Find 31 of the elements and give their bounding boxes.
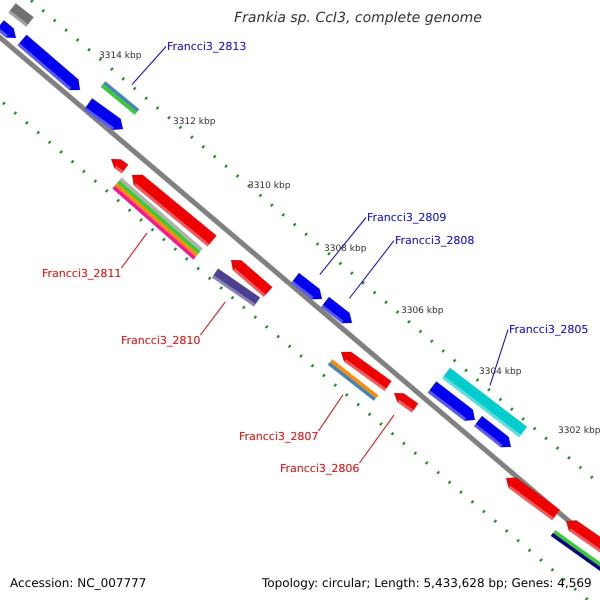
- scale-label: 3302 kbp: [558, 427, 600, 436]
- gene-feature: [442, 368, 527, 438]
- gene-label: Francci3_2810: [121, 335, 200, 346]
- leader-line: [319, 217, 366, 275]
- gene-feature: [321, 296, 352, 324]
- scale-label: 3312 kbp: [173, 118, 216, 127]
- title: Frankia sp. CcI3, complete genome: [233, 11, 483, 25]
- gene-label: Francci3_2805: [509, 324, 588, 335]
- leader-line: [200, 301, 226, 336]
- leader-line: [132, 46, 166, 86]
- gene-feature: [112, 178, 203, 260]
- leader-line: [318, 394, 344, 432]
- gene-label: Francci3_2808: [395, 235, 474, 246]
- gene-label: Francci3_2813: [167, 41, 246, 52]
- gene-label: Francci3_2809: [367, 212, 446, 223]
- gene-feature: [212, 268, 260, 307]
- gene-label: Francci3_2806: [280, 463, 360, 474]
- scale-label: 3314 kbp: [99, 52, 142, 61]
- scale-label: 3310 kbp: [248, 182, 290, 191]
- leader-line: [358, 414, 394, 464]
- leader-line: [349, 240, 394, 299]
- gene-feature: [291, 272, 322, 300]
- gene-label: Francci3_2807: [239, 431, 318, 442]
- gene-feature: [100, 81, 140, 115]
- gene-label: Francci3_2811: [42, 268, 122, 279]
- footer-text: Topology: circular; Length: 5,433,628 bp; Genes: 4,569: [262, 577, 592, 589]
- gene-feature: [328, 359, 378, 401]
- gene-feature: [394, 393, 418, 412]
- leader-line: [120, 232, 148, 268]
- scale-label: 3306 kbp: [401, 307, 444, 316]
- footer-text: Accession: NC_007777: [10, 577, 146, 589]
